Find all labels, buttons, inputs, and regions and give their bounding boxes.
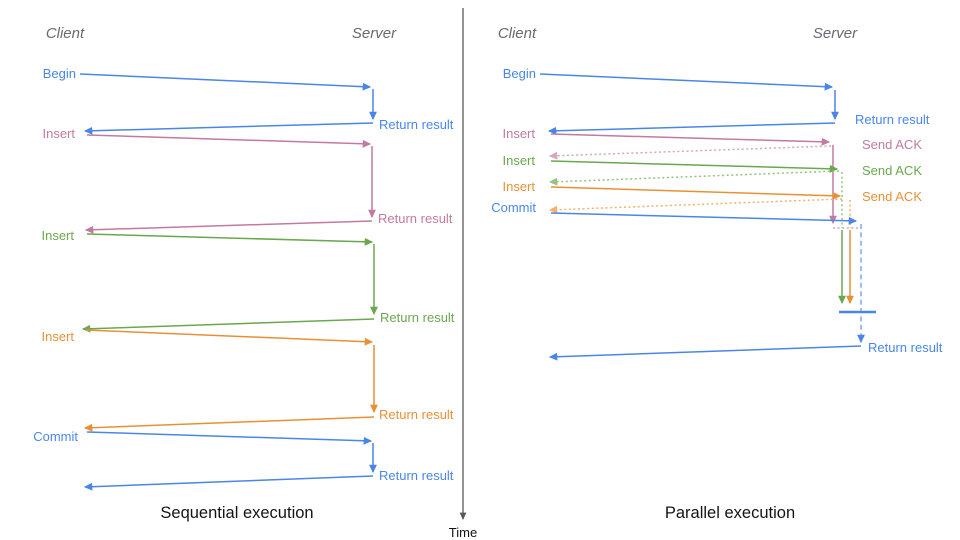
begin-label: Begin	[503, 66, 536, 81]
commit-label: Commit	[33, 429, 78, 444]
seq-commit-return-arrow	[83, 475, 374, 491]
return-result-label-3: Return result	[380, 310, 455, 325]
panel-title-parallel: Parallel execution	[665, 504, 795, 522]
seq-insert1-send-arrow	[86, 134, 372, 148]
time-axis: Time	[449, 8, 477, 540]
return-result-label-1: Return result	[855, 112, 930, 127]
par-insert3-send-arrow	[550, 186, 842, 200]
seq-begin-return-arrow	[83, 122, 374, 135]
return-result-label-1: Return result	[379, 117, 454, 132]
seq-commit-send-arrow	[86, 431, 373, 445]
insert-label-3: Insert	[41, 329, 74, 344]
panel-title-sequential: Sequential execution	[160, 504, 313, 522]
send-ack-label-3: Send ACK	[862, 189, 922, 204]
par-insert3-ack-arrow	[548, 198, 843, 214]
seq-insert2-send-arrow	[86, 233, 374, 246]
seq-insert1-return-arrow	[84, 220, 373, 234]
begin-label: Begin	[43, 66, 76, 81]
insert-label-1: Insert	[502, 126, 535, 141]
return-result-label-2: Return result	[378, 211, 453, 226]
seq-insert3-send-arrow	[85, 329, 374, 346]
commit-label: Commit	[491, 200, 536, 215]
par-insert1-ack-arrow	[548, 145, 832, 160]
send-ack-label-2: Send ACK	[862, 163, 922, 178]
time-axis-label: Time	[449, 525, 477, 540]
seq-insert3-return-arrow	[83, 416, 375, 432]
client-header: Client	[498, 25, 537, 42]
insert-label-3: Insert	[502, 179, 535, 194]
par-commit-return-arrow	[548, 345, 862, 361]
return-result-label-2: Return result	[868, 340, 943, 355]
seq-insert2-return-arrow	[81, 318, 375, 333]
par-commit-send-arrow	[550, 212, 858, 225]
par-begin-send-arrow	[539, 73, 834, 91]
par-insert2-send-arrow	[550, 160, 839, 173]
client-header: Client	[46, 25, 85, 42]
par-insert1-send-arrow	[550, 133, 831, 146]
insert-label-1: Insert	[42, 126, 75, 141]
send-ack-label-1: Send ACK	[862, 137, 922, 152]
par-begin-return-arrow	[547, 122, 836, 135]
par-insert2-ack-arrow	[548, 170, 840, 186]
return-result-label-5: Return result	[379, 468, 454, 483]
return-result-label-4: Return result	[379, 407, 454, 422]
server-header: Server	[352, 25, 397, 42]
server-header: Server	[813, 25, 858, 42]
insert-label-2: Insert	[41, 228, 74, 243]
insert-label-2: Insert	[502, 153, 535, 168]
seq-begin-send-arrow	[79, 73, 372, 91]
